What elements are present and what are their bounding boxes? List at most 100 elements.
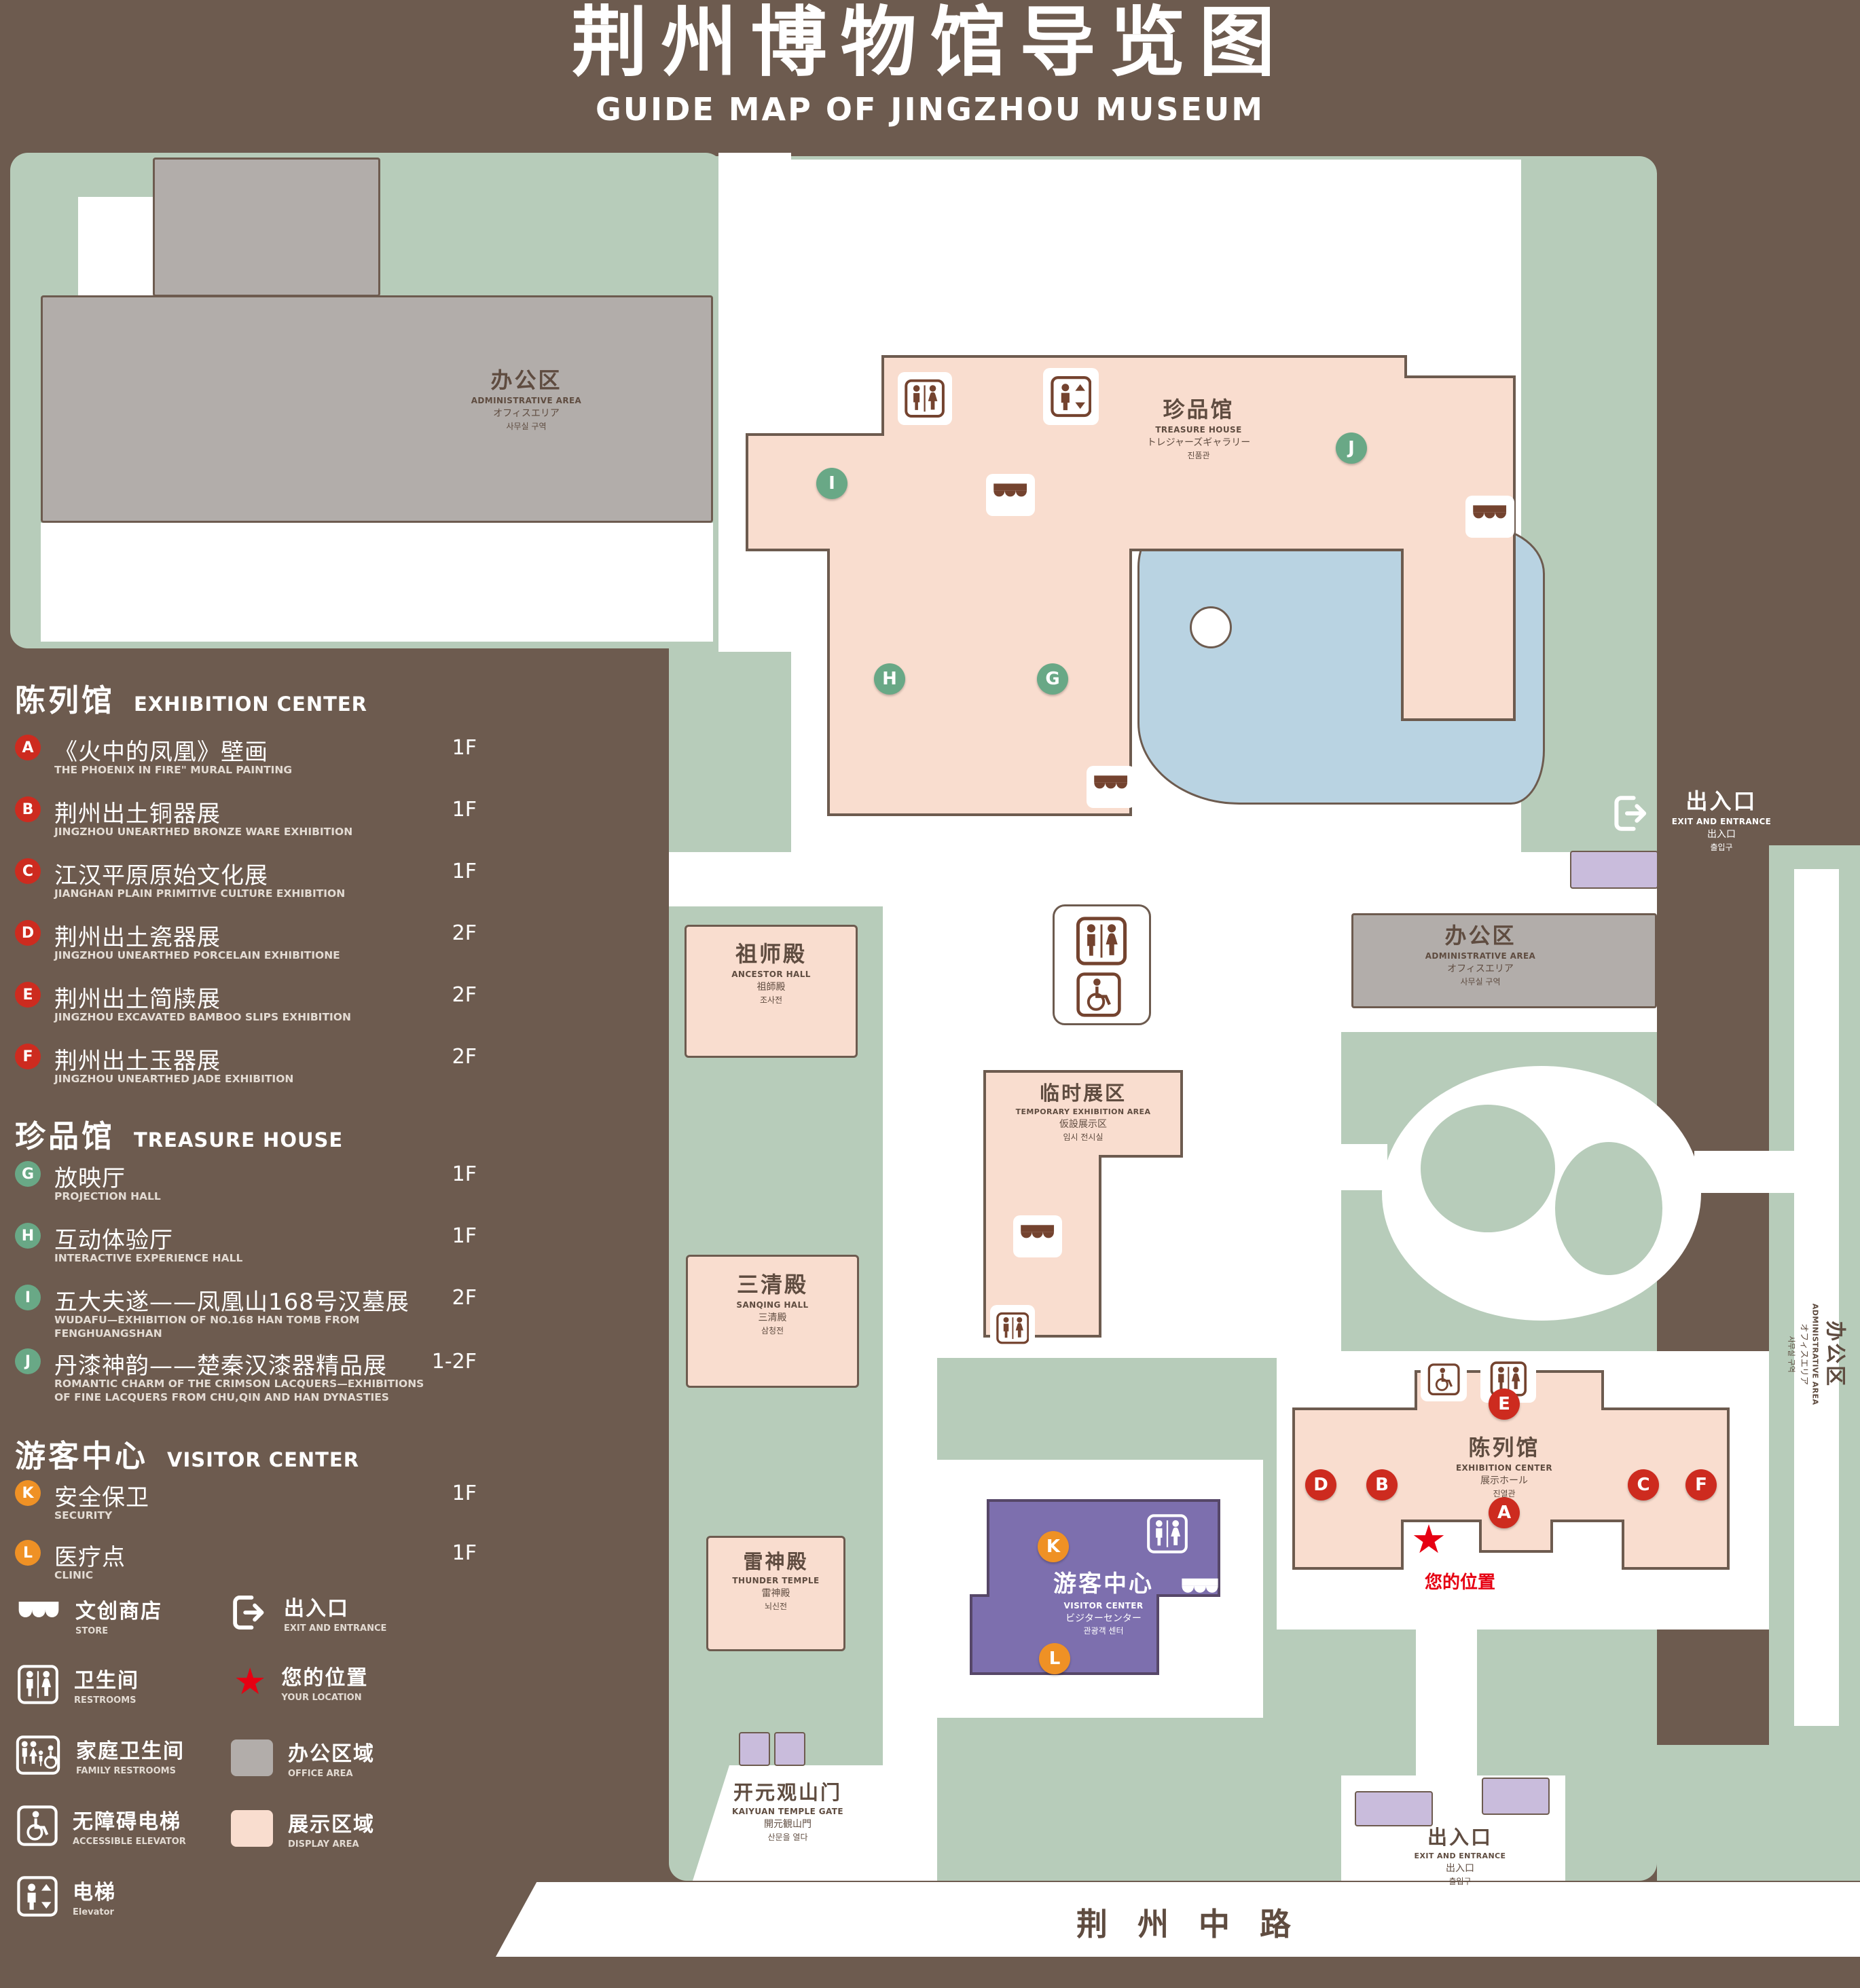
legend-section-visitor-center: 游客中心 VISITOR CENTER xyxy=(15,1431,359,1475)
item-zh: 江汉平原原始文化展 xyxy=(54,862,268,889)
marker-badge-I: I xyxy=(15,1285,41,1310)
label-ko: 산문을 열다 xyxy=(767,1832,808,1842)
ancestor-hall-building xyxy=(685,925,858,1058)
item-zh: 医疗点 xyxy=(54,1544,126,1571)
label-zh: 出入口 xyxy=(1685,788,1757,814)
symbol-zh: 办公区域 xyxy=(288,1742,375,1766)
label-en: KAIYUAN TEMPLE GATE xyxy=(732,1807,843,1817)
item-en: CLINIC xyxy=(54,1569,94,1581)
item-floor: 2F xyxy=(452,983,477,1007)
label-zh: 办公区 xyxy=(1823,1321,1847,1388)
admin-east-label: 办公区 ADMINISTRATIVE AREA オフィスエリア 사무실 구역 xyxy=(1787,1266,1847,1443)
road-name: 荆 州 中 路 xyxy=(1076,1906,1301,1943)
label-en: SANQING HALL xyxy=(736,1300,809,1310)
store-chip-treasure-3 xyxy=(1087,766,1135,808)
treasure-house-label: 珍品馆 TREASURE HOUSE トレジャーズギャラリー 진품관 xyxy=(1114,396,1283,461)
fountain xyxy=(1190,606,1232,648)
symbol-en: EXIT AND ENTRANCE xyxy=(284,1623,387,1634)
symbol-zh: 卫生间 xyxy=(74,1669,139,1693)
label-ko: 관광객 센터 xyxy=(1083,1626,1124,1636)
label-en: ADMINISTRATIVE AREA xyxy=(1811,1303,1821,1405)
marker-badge-B: B xyxy=(15,796,41,822)
section-title-zh: 游客中心 xyxy=(15,1438,149,1474)
map-marker-I: I xyxy=(816,468,847,499)
label-ko: 사무실 구역 xyxy=(1787,1336,1797,1373)
section-title-en: VISITOR CENTER xyxy=(167,1448,360,1471)
symbol-en: STORE xyxy=(75,1626,109,1636)
item-zh: 安全保卫 xyxy=(54,1484,149,1511)
east-exit-label: 出入口 EXIT AND ENTRANCE 出入口 출입구 xyxy=(1657,788,1786,853)
road-jingzhou-middle xyxy=(496,1882,1860,1957)
map-marker-J: J xyxy=(1336,432,1367,464)
symbol-en: ACCESSIBLE ELEVATOR xyxy=(73,1837,186,1847)
garden-island-east xyxy=(1555,1142,1662,1275)
item-en: INTERACTIVE EXPERIENCE HALL xyxy=(54,1252,243,1264)
path-vertical-west xyxy=(718,153,791,652)
temporary-exhibition-building xyxy=(983,1070,1183,1338)
symbol-en: Elevator xyxy=(73,1907,114,1917)
store-icon xyxy=(1472,501,1508,532)
path-vertical-central xyxy=(1290,906,1341,1372)
map-marker-G: G xyxy=(1037,663,1068,695)
label-en: ADMINISTRATIVE AREA xyxy=(1425,951,1536,961)
map-marker-C: C xyxy=(1628,1469,1659,1501)
admin-nw-building-wing xyxy=(153,158,380,297)
restroom-icon xyxy=(905,379,945,418)
item-floor: 1F xyxy=(452,798,477,822)
store-icon xyxy=(992,479,1028,511)
item-zh: 荆州出土铜器展 xyxy=(54,800,221,828)
location-star-icon: ★ xyxy=(234,1660,267,1703)
label-ja: 出入口 xyxy=(1707,829,1736,840)
path-horizontal-west xyxy=(669,852,791,906)
gate-approach xyxy=(693,1765,896,1881)
label-ko: 출입구 xyxy=(1448,1876,1472,1886)
label-en: THUNDER TEMPLE xyxy=(732,1576,820,1586)
section-title-zh: 陈列馆 xyxy=(15,682,115,718)
symbol-zh: 展示区域 xyxy=(288,1813,375,1837)
item-en: WUDAFU—EXHIBITION OF NO.168 HAN TOMB FRO… xyxy=(54,1314,360,1340)
item-en: PROJECTION HALL xyxy=(54,1190,161,1202)
restroom-icon xyxy=(17,1665,59,1704)
label-zh: 办公区 xyxy=(490,367,562,393)
symbol-zh: 您的位置 xyxy=(281,1666,369,1690)
label-zh: 办公区 xyxy=(1444,923,1516,949)
location-star-icon: ★ xyxy=(1411,1516,1446,1562)
label-ja: 雷神殿 xyxy=(761,1588,790,1600)
exit-icon xyxy=(1611,793,1652,834)
elevator-icon xyxy=(1051,375,1092,418)
marker-badge-G: G xyxy=(15,1161,41,1187)
map-marker-L: L xyxy=(1039,1643,1070,1674)
restroom-icon xyxy=(1068,917,1135,965)
garden-connector-west xyxy=(1336,1144,1387,1190)
item-en: JINGZHOU UNEARTHED PORCELAIN EXHIBITIONE xyxy=(54,949,340,961)
restroom-chip-treasure xyxy=(898,372,952,425)
marker-badge-F: F xyxy=(15,1044,41,1069)
label-ko: 출입구 xyxy=(1710,842,1733,852)
temporary-exhibition-label: 临时展区 TEMPORARY EXHIBITION AREA 仮設展示区 임시 … xyxy=(985,1081,1182,1143)
item-floor: 1F xyxy=(452,1224,477,1248)
marker-badge-C: C xyxy=(15,858,41,884)
item-floor: 1F xyxy=(452,736,477,760)
item-zh: 丹漆神韵——楚秦汉漆器精品展 xyxy=(54,1352,387,1380)
label-ja: オフィスエリア xyxy=(1798,1323,1809,1385)
legend-section-treasure-house: 珍品馆 TREASURE HOUSE xyxy=(15,1111,343,1156)
label-ja: ビジターセンター xyxy=(1065,1613,1142,1624)
item-floor: 1F xyxy=(452,860,477,883)
item-en: JINGZHOU EXCAVATED BAMBOO SLIPS EXHIBITI… xyxy=(54,1011,351,1023)
label-zh: 游客中心 xyxy=(1053,1570,1154,1598)
label-ja: オフィスエリア xyxy=(1447,963,1514,974)
label-ko: 삼청전 xyxy=(761,1325,784,1336)
store-icon xyxy=(17,1600,60,1631)
treasure-house-building xyxy=(746,355,1516,816)
section-title-en: TREASURE HOUSE xyxy=(134,1128,344,1152)
label-ko: 사무실 구역 xyxy=(1460,976,1501,987)
map-marker-F: F xyxy=(1685,1469,1717,1501)
label-ko: 진품관 xyxy=(1187,450,1210,460)
label-ja: 開元観山門 xyxy=(764,1819,812,1830)
garden-connector-east xyxy=(1694,1151,1806,1193)
label-ko: 조사전 xyxy=(759,995,783,1005)
